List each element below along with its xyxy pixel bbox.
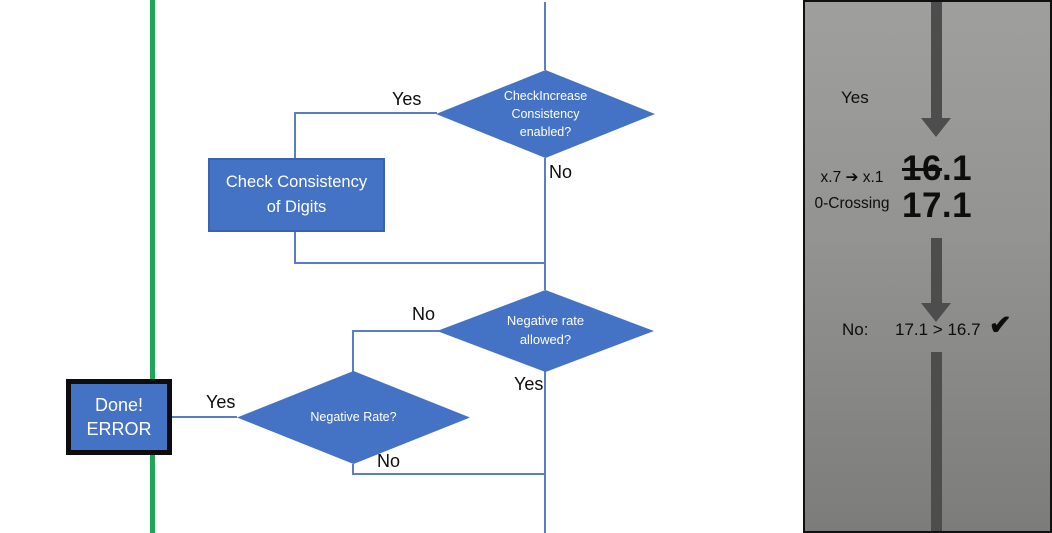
connector-process-down	[294, 232, 296, 264]
connector-diamond1-yes-vertical	[294, 112, 296, 158]
value-correction: 16.1 17.1	[902, 150, 972, 224]
decision-negative-rate-allowed: Negative rate allowed?	[437, 290, 654, 372]
branch-label-yes-1: Yes	[392, 89, 422, 109]
connector-diamond1-no-vertical	[544, 158, 546, 290]
new-value: 17.1	[902, 186, 973, 225]
old-value-struck: 16	[902, 149, 942, 188]
connector-diamond2-no-horizontal	[353, 330, 439, 332]
branch-label-yes-2: Yes	[514, 374, 544, 394]
branch-label-no-2: No	[412, 304, 436, 324]
down-arrow-1-head	[921, 118, 951, 137]
checkmark-icon: ✔	[989, 310, 1012, 340]
old-value: 16.1	[902, 150, 972, 187]
connector-diamond3-no-vertical	[352, 464, 354, 475]
connector-diamond2-yes-vertical	[544, 371, 546, 533]
annotation-panel: Yes x.7 ➔ x.1 0-Crossing 16.1 17.1 No: 1…	[803, 0, 1052, 533]
process-label: Check Consistency of Digits	[225, 173, 368, 216]
connector-process-merge-horizontal	[294, 262, 545, 264]
connector-diamond1-yes-horizontal	[295, 112, 437, 114]
branch-label-no-1: No	[549, 162, 573, 182]
branch-label-yes-3: Yes	[206, 392, 236, 412]
decision-negative-rate-allowed-label: Negative rate allowed?	[506, 313, 585, 347]
result-comparison: 17.1 > 16.7	[895, 320, 981, 339]
old-value-tail: .1	[941, 149, 973, 188]
done-label: Done!	[94, 394, 144, 415]
rule-annotation: x.7 ➔ x.1 0-Crossing	[807, 165, 897, 217]
result-answer-label: No:	[842, 320, 869, 339]
rule-transform-label: x.7 ➔ x.1	[820, 169, 884, 186]
green-divider-line	[150, 0, 155, 533]
connector-diamond2-no-vertical	[352, 330, 354, 372]
down-arrow-1-shaft	[931, 2, 942, 119]
connector-top-into-diamond1	[544, 2, 546, 70]
decision-checkincrease-consistency: CheckIncrease Consistency enabled?	[436, 70, 655, 158]
down-arrow-2-shaft	[931, 238, 942, 304]
terminal-done-error: Done! ERROR	[66, 379, 172, 455]
decision-negative-rate-label: Negative Rate?	[310, 410, 397, 425]
process-check-consistency-of-digits: Check Consistency of Digits	[208, 158, 385, 232]
decision-checkincrease-label: CheckIncrease Consistency enabled?	[503, 88, 588, 140]
panel-yes-label: Yes	[841, 88, 869, 107]
connector-diamond3-yes-horizontal	[170, 416, 237, 418]
decision-negative-rate: Negative Rate?	[237, 371, 470, 464]
branch-label-no-3: No	[377, 451, 401, 471]
down-arrow-3-shaft	[931, 352, 942, 531]
connector-diamond3-no-horizontal	[352, 473, 545, 475]
error-label: ERROR	[86, 419, 152, 439]
rule-name-label: 0-Crossing	[814, 195, 890, 212]
down-arrow-2-head	[921, 303, 951, 322]
